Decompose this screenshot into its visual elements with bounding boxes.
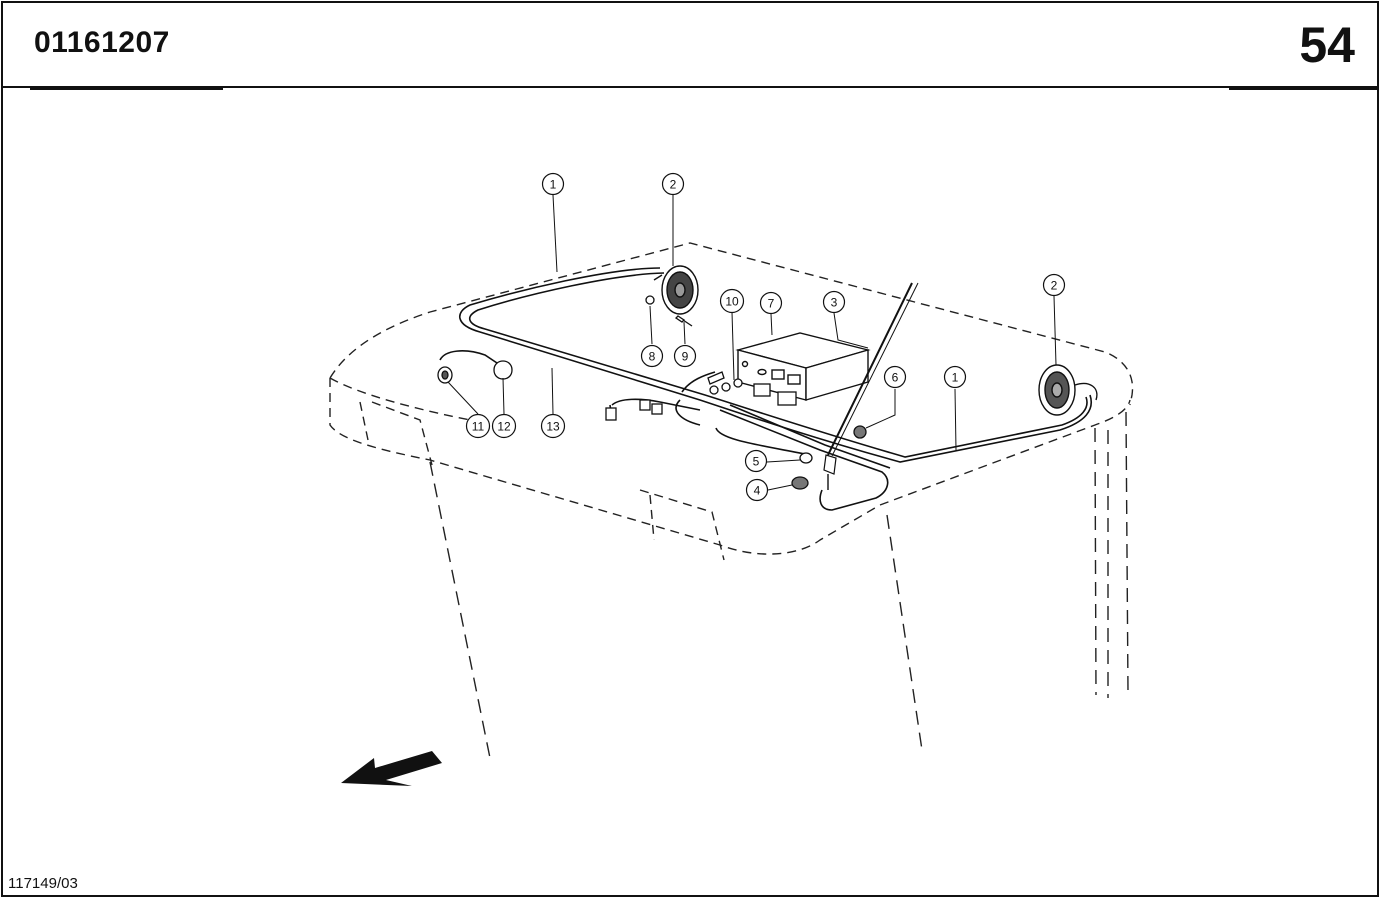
svg-text:11: 11 (472, 420, 485, 434)
callout-c3: 3 (822, 290, 846, 314)
svg-text:8: 8 (649, 350, 656, 364)
callout-c2a: 2 (661, 172, 685, 196)
callout-c10: 10 (719, 288, 745, 314)
header-rule (1, 86, 1379, 88)
svg-text:1: 1 (550, 178, 557, 192)
callout-c12: 12 (491, 413, 517, 439)
svg-text:3: 3 (831, 296, 838, 310)
cab-pillars (429, 411, 1129, 759)
svg-text:6: 6 (892, 371, 899, 385)
svg-text:10: 10 (725, 295, 739, 309)
svg-text:5: 5 (753, 455, 760, 469)
radio-unit (735, 332, 871, 401)
antenna (823, 282, 919, 490)
hardware-parts (437, 295, 867, 490)
svg-text:13: 13 (546, 420, 560, 434)
callout-c11: 11 (465, 413, 491, 439)
document-number-underline (30, 87, 223, 90)
svg-text:9: 9 (682, 350, 689, 364)
callout-c2b: 2 (1042, 273, 1066, 297)
svg-text:12: 12 (497, 420, 511, 434)
svg-text:7: 7 (768, 297, 775, 311)
svg-text:4: 4 (754, 484, 761, 498)
callout-c1a: 1 (541, 172, 565, 196)
document-number: 01161207 (34, 26, 170, 59)
speaker-left (653, 265, 699, 315)
svg-text:1: 1 (952, 371, 959, 385)
leader-lines (447, 194, 1057, 491)
cab-roof-outline (329, 242, 1134, 561)
svg-text:2: 2 (1051, 279, 1058, 293)
svg-text:2: 2 (670, 178, 677, 192)
callout-c9: 9 (673, 344, 697, 368)
speaker-right (1038, 364, 1098, 416)
callout-c4: 4 (745, 478, 769, 502)
page-number: 54 (1299, 17, 1355, 73)
callout-c8: 8 (640, 344, 664, 368)
figure-code: 117149/03 (8, 875, 78, 892)
callout-c6: 6 (883, 365, 907, 389)
callout-c1b: 1 (943, 365, 967, 389)
callout-c7: 7 (759, 291, 783, 315)
callout-c13: 13 (540, 413, 566, 439)
direction-arrow (341, 751, 442, 786)
callout-c5: 5 (744, 449, 768, 473)
wiring-harness (439, 267, 1092, 511)
page-number-underline (1229, 87, 1379, 90)
